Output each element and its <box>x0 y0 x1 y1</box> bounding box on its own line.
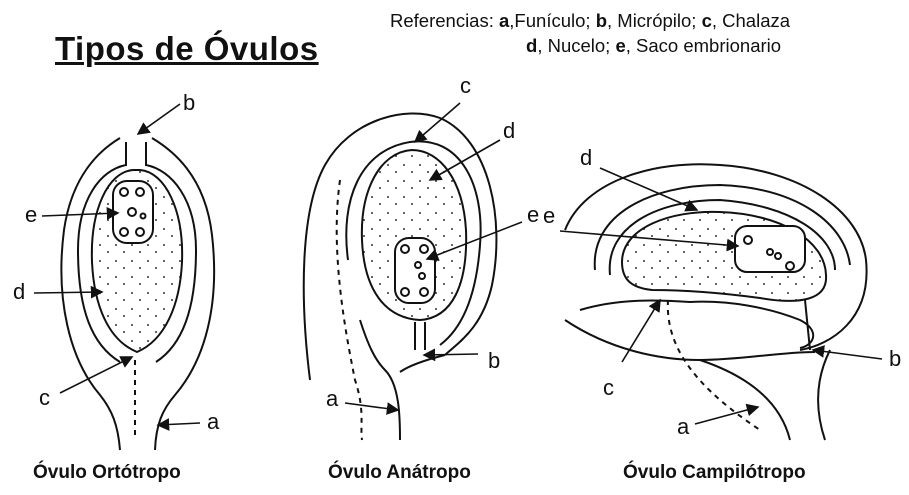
label-a-orthotropous: a <box>207 409 220 434</box>
label-e-campylotropous: e <box>543 203 555 228</box>
embryo-sac <box>113 181 153 243</box>
caption-campylotropous: Óvulo Campilótropo <box>623 462 806 484</box>
label-e-anatropous: e <box>527 202 539 227</box>
label-b-campylotropous: b <box>889 346 901 371</box>
label-a-anatropous: a <box>326 386 339 411</box>
caption-orthotropous: Óvulo Ortótropo <box>33 462 181 484</box>
funiculus <box>360 320 400 440</box>
label-b-anatropous: b <box>488 348 500 373</box>
label-c-campylotropous: c <box>603 375 614 400</box>
label-a-campylotropous: a <box>677 414 690 439</box>
label-e-orthotropous: e <box>25 202 37 227</box>
caption-anatropous: Óvulo Anátropo <box>328 462 471 484</box>
label-d-campylotropous: d <box>580 145 592 170</box>
label-b-orthotropous: b <box>183 90 195 115</box>
orthotropous-ovule <box>61 138 214 450</box>
label-c-anatropous: c <box>460 73 471 98</box>
label-d-orthotropous: d <box>13 279 25 304</box>
label-d-anatropous: d <box>503 118 515 143</box>
label-c-orthotropous: c <box>39 385 50 410</box>
